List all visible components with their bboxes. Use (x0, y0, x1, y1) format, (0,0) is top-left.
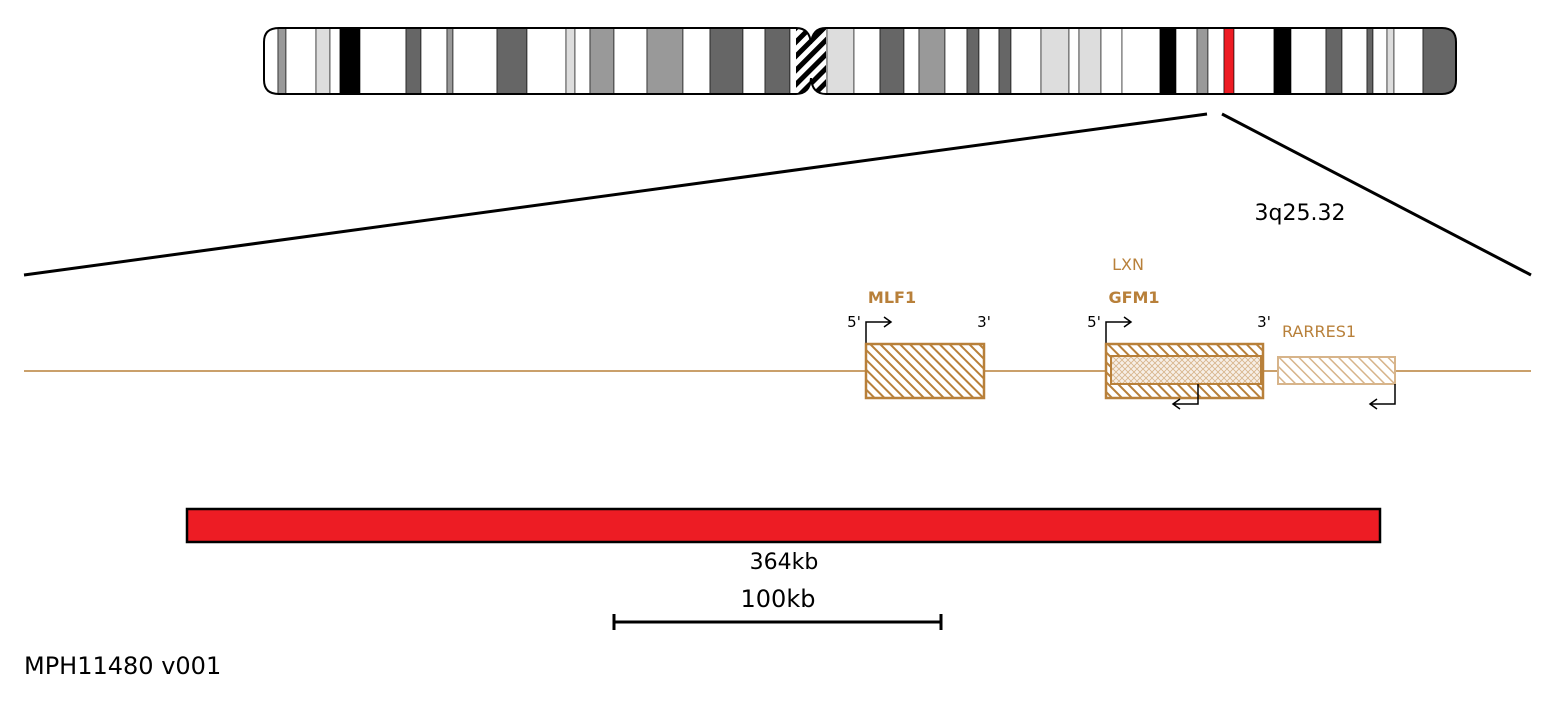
chromosome-band (589, 28, 615, 94)
chromosome-band (1100, 28, 1123, 94)
chromosome-band (879, 28, 905, 94)
chromosome-band (682, 28, 711, 94)
chromosome-band (420, 28, 448, 94)
chromosome-band (1223, 28, 1235, 94)
lxn-direction-arrow (1171, 384, 1199, 410)
chromosome-band (446, 28, 454, 94)
chromosome-band (264, 28, 279, 94)
chromosome-band (1372, 28, 1388, 94)
chromosome-band (329, 28, 341, 94)
zoom-line-left (23, 112, 1208, 277)
gene-label-mlf1: MLF1 (868, 288, 916, 307)
chromosome-band (1386, 28, 1395, 94)
chromosome-band (339, 28, 361, 94)
mlf1-direction-arrow (865, 316, 893, 344)
chromosome-band (1175, 28, 1198, 94)
gene-gfm1: LXN GFM1 5' 3' (1087, 255, 1271, 410)
scale-bar (612, 614, 943, 630)
band-label: 3q25.32 (1255, 201, 1346, 226)
chromosome-band (1159, 28, 1177, 94)
chromosome-band (742, 28, 766, 94)
chromosome-band (918, 28, 946, 94)
chromosome-band (826, 28, 855, 94)
chromosome-band (1422, 28, 1456, 94)
deletion-bar (185, 507, 1382, 544)
gene-box-lxn (1110, 355, 1262, 385)
chromosome-bands (264, 28, 1456, 94)
version-label: MPH11480 v001 (24, 652, 221, 680)
chromosome-band (526, 28, 567, 94)
chromosome-band (903, 28, 920, 94)
chromosome-ideogram (263, 27, 1457, 95)
chromosome-band (1290, 28, 1327, 94)
chromosome-band (646, 28, 684, 94)
rarres1-direction-arrow (1368, 384, 1396, 410)
chromosome-band (1273, 28, 1292, 94)
chromosome-band (998, 28, 1012, 94)
scale-bar-label: 100kb (741, 585, 816, 613)
chromosome-band (1196, 28, 1209, 94)
chromosome-band (613, 28, 648, 94)
gene-label-lxn: LXN (1112, 255, 1144, 274)
chromosome-band (1078, 28, 1102, 94)
gene-label-rarres1: RARRES1 (1282, 322, 1356, 341)
chromosome-band (1233, 28, 1275, 94)
chromosome-band (405, 28, 422, 94)
chromosome-band (966, 28, 980, 94)
gfm1-three-prime-label: 3' (1257, 313, 1271, 331)
chromosome-band (853, 28, 881, 94)
chromosome-band (359, 28, 407, 94)
chromosome-band (1366, 28, 1374, 94)
chromosome-band (1068, 28, 1080, 94)
gene-label-gfm1: GFM1 (1108, 288, 1159, 307)
gene-mlf1: MLF1 5' 3' (847, 288, 991, 400)
chromosome-band (277, 28, 287, 94)
mlf1-three-prime-label: 3' (977, 313, 991, 331)
chromosome-band (1121, 28, 1161, 94)
chromosome-band (978, 28, 1000, 94)
gene-rarres1: RARRES1 (1277, 322, 1396, 410)
chromosome-band (709, 28, 744, 94)
chromosome-band (1207, 28, 1225, 94)
chromosome-band (496, 28, 528, 94)
gfm1-five-prime-label: 5' (1087, 313, 1101, 331)
zoom-line-right (1221, 112, 1532, 277)
chromosome-band (1341, 28, 1368, 94)
chromosome-band (1325, 28, 1343, 94)
chromosome-band (285, 28, 317, 94)
gene-box-mlf1 (864, 342, 986, 400)
chromosome-band (574, 28, 591, 94)
chromosome-band (944, 28, 968, 94)
chromosome-band (764, 28, 791, 94)
chromosome-band (452, 28, 498, 94)
chromosome-band (315, 28, 331, 94)
chromosome-band (1010, 28, 1042, 94)
mlf1-five-prime-label: 5' (847, 313, 861, 331)
chromosome-outline (263, 27, 1457, 95)
gene-box-rarres1 (1277, 356, 1396, 385)
gfm1-direction-arrow (1105, 316, 1133, 344)
chromosome-band (1393, 28, 1424, 94)
chromosome-band (565, 28, 576, 94)
deletion-size-label: 364kb (750, 550, 819, 575)
chromosome-band (1040, 28, 1070, 94)
